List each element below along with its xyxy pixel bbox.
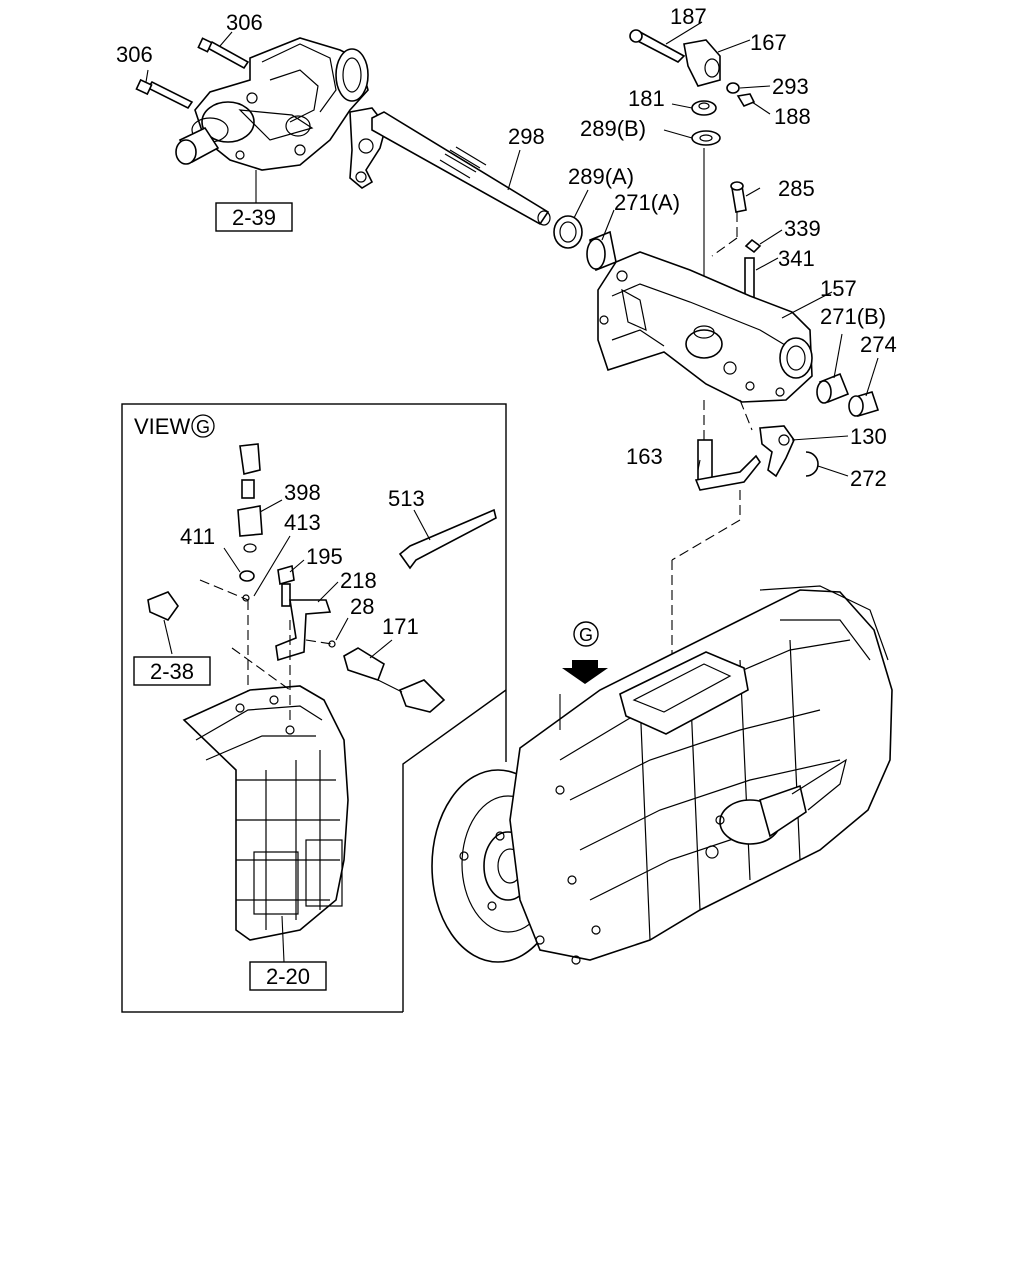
transmission-drawing [431,585,893,965]
label-398: 398 [284,480,321,505]
ref-box-2-20: 2-20 [249,961,327,991]
plug-and-stud-drawing [711,181,783,299]
label-341: 341 [778,246,815,271]
shift-cover-drawing [597,251,833,403]
label-306-left: 306 [116,42,153,67]
label-218: 218 [340,568,377,593]
label-413: 413 [284,510,321,535]
label-181: 181 [628,86,665,111]
shift-shaft-drawing [349,107,551,226]
label-285: 285 [778,176,815,201]
view-marker: G [196,417,210,437]
label-163: 163 [626,444,663,469]
label-187: 187 [670,4,707,29]
label-171: 171 [382,614,419,639]
ref-2-39-text: 2-39 [232,205,276,230]
label-157: 157 [820,276,857,301]
label-130: 130 [850,424,887,449]
label-167: 167 [750,30,787,55]
label-339: 339 [784,216,821,241]
cylinder-assembly-drawing [135,31,369,203]
seal-ring-drawing [553,189,617,272]
label-306-top: 306 [226,10,263,35]
label-195: 195 [306,544,343,569]
label-28: 28 [350,594,374,619]
ref-2-20-text: 2-20 [266,964,310,989]
pin-lever-clip-drawing [671,399,849,700]
label-293: 293 [772,74,809,99]
ref-2-38-text: 2-38 [150,659,194,684]
label-289a: 289(A) [568,164,634,189]
view-marker-main: G [579,625,593,645]
bushing-drawing [816,333,880,417]
lever-parts-drawing [629,21,771,330]
label-411: 411 [180,524,215,549]
label-289b: 289(B) [580,116,646,141]
ref-box-2-39: 2-39 [215,202,293,232]
label-298: 298 [508,124,545,149]
label-188: 188 [774,104,811,129]
label-274: 274 [860,332,897,357]
label-271a: 271(A) [614,190,680,215]
label-271b: 271(B) [820,304,886,329]
label-272: 272 [850,466,887,491]
view-title: VIEW [134,414,190,439]
label-513: 513 [388,486,425,511]
ref-box-2-38: 2-38 [133,656,211,686]
